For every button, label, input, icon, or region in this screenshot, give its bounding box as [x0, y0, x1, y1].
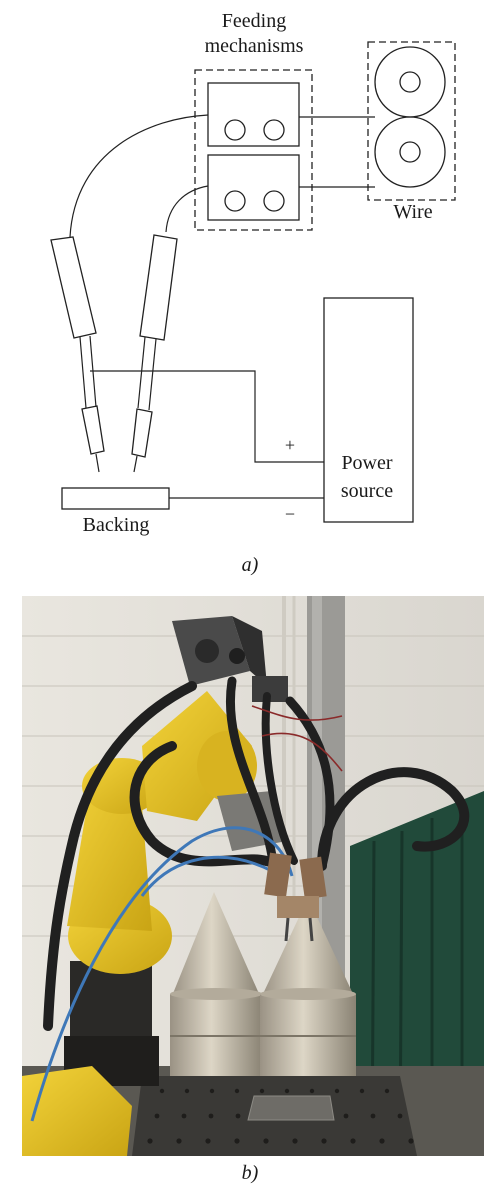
feeder-upper-roller-left	[224, 119, 246, 141]
wire-label: Wire	[393, 201, 432, 223]
setup-schematic: Feeding mechanisms Wire + − Power source…	[50, 10, 456, 576]
wire-enclosure	[367, 41, 456, 201]
wire-feeder-unit	[172, 616, 288, 702]
power-source-box	[323, 297, 414, 523]
wire-spool-lower-hub	[399, 141, 421, 163]
feeding-label-line2: mechanisms	[205, 35, 304, 57]
robot-arm	[67, 691, 287, 974]
torch-hoses	[43, 676, 470, 1031]
blue-gas-hoses	[30, 826, 294, 1122]
wire-spool-upper-hub	[399, 71, 421, 93]
torch-left-body	[50, 236, 97, 339]
twin-torch-heads	[264, 852, 327, 942]
backing-plate-photo	[247, 1095, 335, 1121]
green-welding-curtain	[350, 791, 484, 1156]
feeder-upper-roller-right	[263, 119, 285, 141]
caption-a: a)	[242, 554, 259, 576]
feeding-label-line1: Feeding	[222, 10, 286, 32]
cable-right-torch	[165, 185, 209, 233]
backing-plate	[61, 487, 170, 510]
robot-setup-photo	[22, 596, 484, 1156]
plus-sign: +	[285, 435, 295, 455]
yellow-controller-box	[22, 1066, 132, 1156]
torch-right-body	[139, 234, 178, 341]
wire-drum-right	[260, 898, 356, 1076]
power-label-line2: source	[341, 480, 393, 502]
power-label-line1: Power	[341, 452, 392, 474]
caption-b: b)	[241, 1162, 259, 1184]
feeder-lower-roller-left	[224, 190, 246, 212]
wire-spool-lower	[374, 116, 446, 188]
feeder-upper	[207, 82, 300, 147]
feeder-lower-roller-right	[263, 190, 285, 212]
electrode-left	[95, 453, 100, 473]
feeder-lower	[207, 154, 300, 221]
backing-label: Backing	[83, 514, 150, 536]
torch-right-nozzle	[131, 408, 153, 458]
wire-spool-upper	[374, 46, 446, 118]
cable-left-torch	[69, 114, 209, 238]
minus-sign: −	[285, 504, 295, 524]
torch-left-nozzle	[81, 405, 105, 455]
power-cable-positive	[90, 370, 324, 463]
electrode-right	[133, 455, 138, 473]
wire-drum-left	[170, 892, 262, 1076]
feeding-mechanisms-enclosure	[194, 69, 313, 231]
